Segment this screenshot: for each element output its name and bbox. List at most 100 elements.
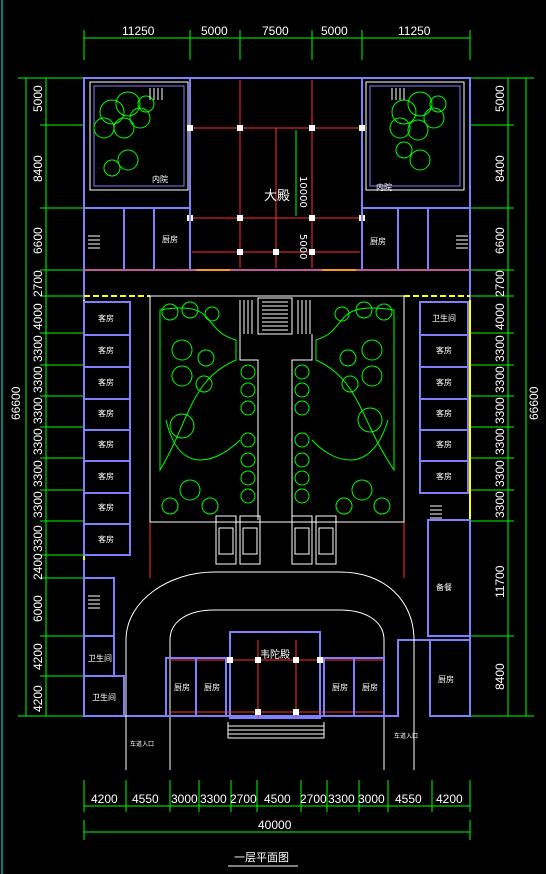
label-toilet-1: 卫生间 (88, 653, 112, 663)
dim-total-width: 40000 (258, 818, 292, 832)
svg-text:3300: 3300 (328, 792, 355, 806)
svg-text:4500: 4500 (264, 792, 291, 806)
drawing-title: 一层平面图 (228, 851, 298, 867)
svg-text:3300: 3300 (31, 491, 45, 518)
svg-text:8400: 8400 (31, 155, 45, 182)
svg-text:6600: 6600 (493, 227, 507, 254)
svg-text:8400: 8400 (493, 155, 507, 182)
svg-text:厨房: 厨房 (204, 682, 220, 692)
svg-text:4000: 4000 (31, 303, 45, 330)
label-main-hall: 大殿 (264, 189, 290, 204)
svg-text:3300: 3300 (493, 491, 507, 518)
svg-text:客房: 客房 (98, 377, 114, 387)
label-kitchen-ur: 厨房 (370, 236, 386, 246)
svg-text:客房: 客房 (98, 502, 114, 512)
dim-top-3: 7500 (262, 24, 289, 38)
guest-rooms-left (83, 301, 131, 556)
label-entrance-right: 车道入口 (394, 732, 418, 740)
label-courtyard-right: 内院 (376, 182, 392, 192)
svg-text:8400: 8400 (493, 663, 507, 690)
label-kitchen-lr: 厨房 (438, 674, 454, 684)
svg-text:客房: 客房 (98, 345, 114, 355)
svg-text:2700: 2700 (230, 792, 257, 806)
svg-text:3300: 3300 (31, 366, 45, 393)
svg-text:3300: 3300 (31, 428, 45, 455)
svg-text:10000: 10000 (297, 176, 308, 208)
svg-text:厨房: 厨房 (174, 682, 190, 692)
left-total-dimension: 66600 (9, 77, 50, 717)
svg-text:客房: 客房 (436, 408, 452, 418)
dim-total-height-left: 66600 (9, 386, 23, 420)
central-staircase (239, 297, 311, 335)
svg-text:2700: 2700 (493, 270, 507, 297)
left-dimension-chain: 5000 8400 6600 2700 4000 3300 3300 3300 … (31, 77, 84, 717)
grid-lines (84, 269, 470, 578)
courtyard-right: 内院 (365, 81, 465, 192)
svg-text:11700: 11700 (493, 565, 507, 598)
label-weituo-hall: 韦陀殿 (260, 648, 290, 661)
tree-icon (389, 91, 447, 171)
dim-total-height-right: 66600 (527, 386, 541, 420)
label-entrance-left: 车道入口 (130, 740, 154, 748)
svg-text:客房: 客房 (98, 534, 114, 544)
svg-text:4000: 4000 (493, 303, 507, 330)
svg-text:3300: 3300 (493, 460, 507, 487)
svg-text:客房: 客房 (98, 471, 114, 481)
main-hall: 大殿 10000 5000 (187, 77, 365, 271)
label-storage: 备餐 (436, 582, 452, 592)
svg-text:客房: 客房 (436, 471, 452, 481)
svg-text:一层平面图: 一层平面图 (234, 851, 289, 864)
svg-text:3300: 3300 (493, 428, 507, 455)
weituo-hall: 韦陀殿 (170, 631, 384, 739)
svg-text:4200: 4200 (436, 792, 463, 806)
svg-text:厨房: 厨房 (332, 682, 348, 692)
svg-text:3300: 3300 (493, 366, 507, 393)
svg-text:4200: 4200 (31, 685, 45, 712)
svg-text:卫生间: 卫生间 (432, 313, 456, 323)
garden-trees (161, 301, 393, 515)
label-toilet-2: 卫生间 (92, 692, 116, 702)
svg-text:6000: 6000 (31, 595, 45, 622)
svg-text:3300: 3300 (493, 335, 507, 362)
svg-text:客房: 客房 (436, 439, 452, 449)
svg-text:3000: 3000 (358, 792, 385, 806)
outer-walls (83, 77, 471, 717)
svg-text:客房: 客房 (98, 408, 114, 418)
dim-top-4: 5000 (321, 24, 348, 38)
svg-text:6600: 6600 (31, 227, 45, 254)
upper-side-rooms (83, 207, 471, 271)
top-dimension-chain: 11250 5000 7500 5000 11250 (83, 24, 471, 60)
courtyard-left: 内院 (89, 81, 189, 191)
svg-text:4200: 4200 (31, 643, 45, 670)
bottom-dimension-chain: 4200 4550 3000 3300 2700 4500 2700 3300 … (83, 780, 471, 840)
svg-text:3300: 3300 (493, 397, 507, 424)
central-garden (149, 295, 405, 523)
svg-text:2700: 2700 (31, 270, 45, 297)
guest-rooms-right (419, 301, 469, 494)
svg-text:客房: 客房 (436, 377, 452, 387)
svg-text:5000: 5000 (493, 85, 507, 112)
svg-text:3300: 3300 (31, 525, 45, 552)
parking-spaces (215, 515, 337, 565)
weituo-side-rooms (165, 657, 385, 717)
svg-text:4550: 4550 (395, 792, 422, 806)
label-kitchen-ul: 厨房 (162, 234, 178, 244)
svg-text:3300: 3300 (31, 460, 45, 487)
svg-text:5000: 5000 (297, 234, 308, 259)
svg-text:3300: 3300 (31, 397, 45, 424)
dim-top-1: 11250 (122, 24, 155, 38)
right-dimension-chain: 5000 8400 6600 2700 4000 3300 3300 3300 … (470, 77, 514, 717)
corridor-walls (83, 295, 471, 560)
dim-top-2: 5000 (201, 24, 228, 38)
svg-text:3300: 3300 (200, 792, 227, 806)
guest-room-labels-right: 卫生间 客房 客房 客房 客房 客房 (432, 313, 456, 481)
driveway (125, 571, 415, 770)
lower-right-rooms (427, 519, 471, 717)
svg-text:客房: 客房 (436, 345, 452, 355)
right-total-dimension: 66600 (514, 77, 541, 717)
svg-text:2700: 2700 (300, 792, 327, 806)
svg-text:3300: 3300 (31, 335, 45, 362)
svg-text:3000: 3000 (171, 792, 198, 806)
